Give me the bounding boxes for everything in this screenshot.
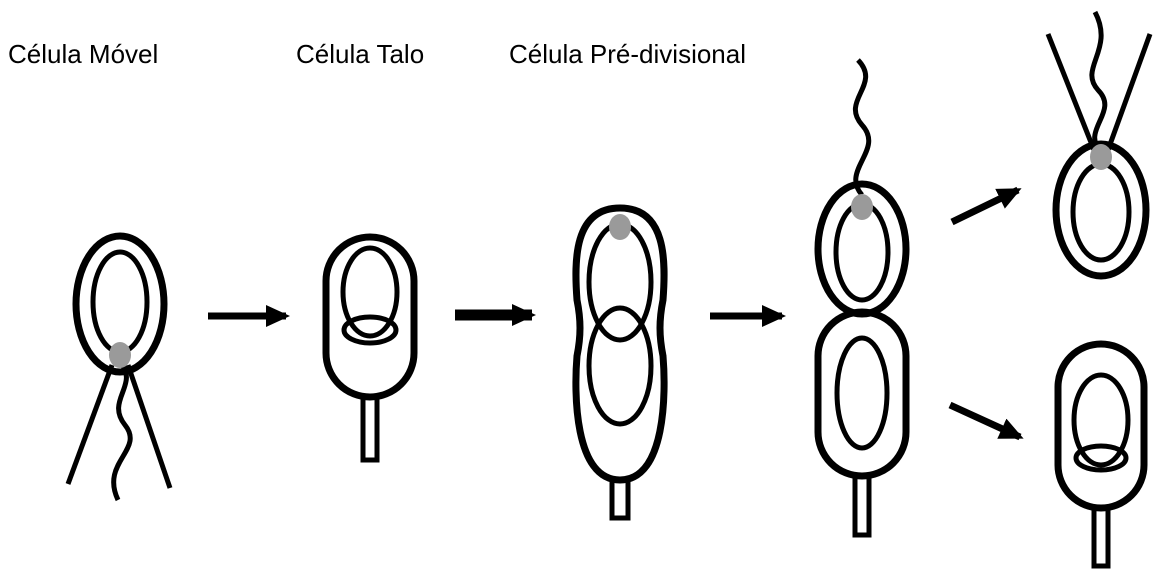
swarmer-pilus-right xyxy=(1108,34,1150,150)
stalked-cell xyxy=(326,237,414,460)
dividing-cell-stalk xyxy=(855,474,869,535)
motile-polar-marker xyxy=(109,342,131,368)
stalked-daughter-cell xyxy=(1058,344,1144,566)
motile-cell-inner-membrane xyxy=(93,252,147,352)
predivisional-inner-ring-bottom xyxy=(589,308,651,424)
motile-flagellum xyxy=(114,362,131,500)
stalked-daughter-stalk xyxy=(1094,506,1108,566)
predivisional-cell-stalk xyxy=(612,478,628,518)
dividing-cell-bottom-inner xyxy=(837,338,887,448)
dividing-cell-flagellum xyxy=(855,60,868,195)
motile-pilus-left xyxy=(68,365,112,484)
dividing-cell xyxy=(818,60,906,535)
swarmer-pilus-left xyxy=(1048,34,1094,150)
stalked-cell-chromosome-ring xyxy=(344,317,396,343)
motile-cell xyxy=(68,236,170,500)
swarmer-flagellum xyxy=(1092,12,1105,152)
arrow-to-stalked-daughter xyxy=(950,405,1020,437)
swarmer-polar-marker xyxy=(1090,144,1112,170)
predivisional-polar-marker xyxy=(609,214,631,240)
motile-pilus-right xyxy=(128,365,170,488)
stalked-cell-stalk xyxy=(363,396,377,460)
swarmer-daughter-inner xyxy=(1073,164,1129,260)
predivisional-cell xyxy=(576,208,664,518)
dividing-polar-marker xyxy=(851,194,873,220)
arrow-to-swarmer-daughter xyxy=(952,190,1018,222)
swarmer-daughter-cell xyxy=(1048,12,1150,276)
stalked-daughter-outer xyxy=(1058,344,1144,508)
